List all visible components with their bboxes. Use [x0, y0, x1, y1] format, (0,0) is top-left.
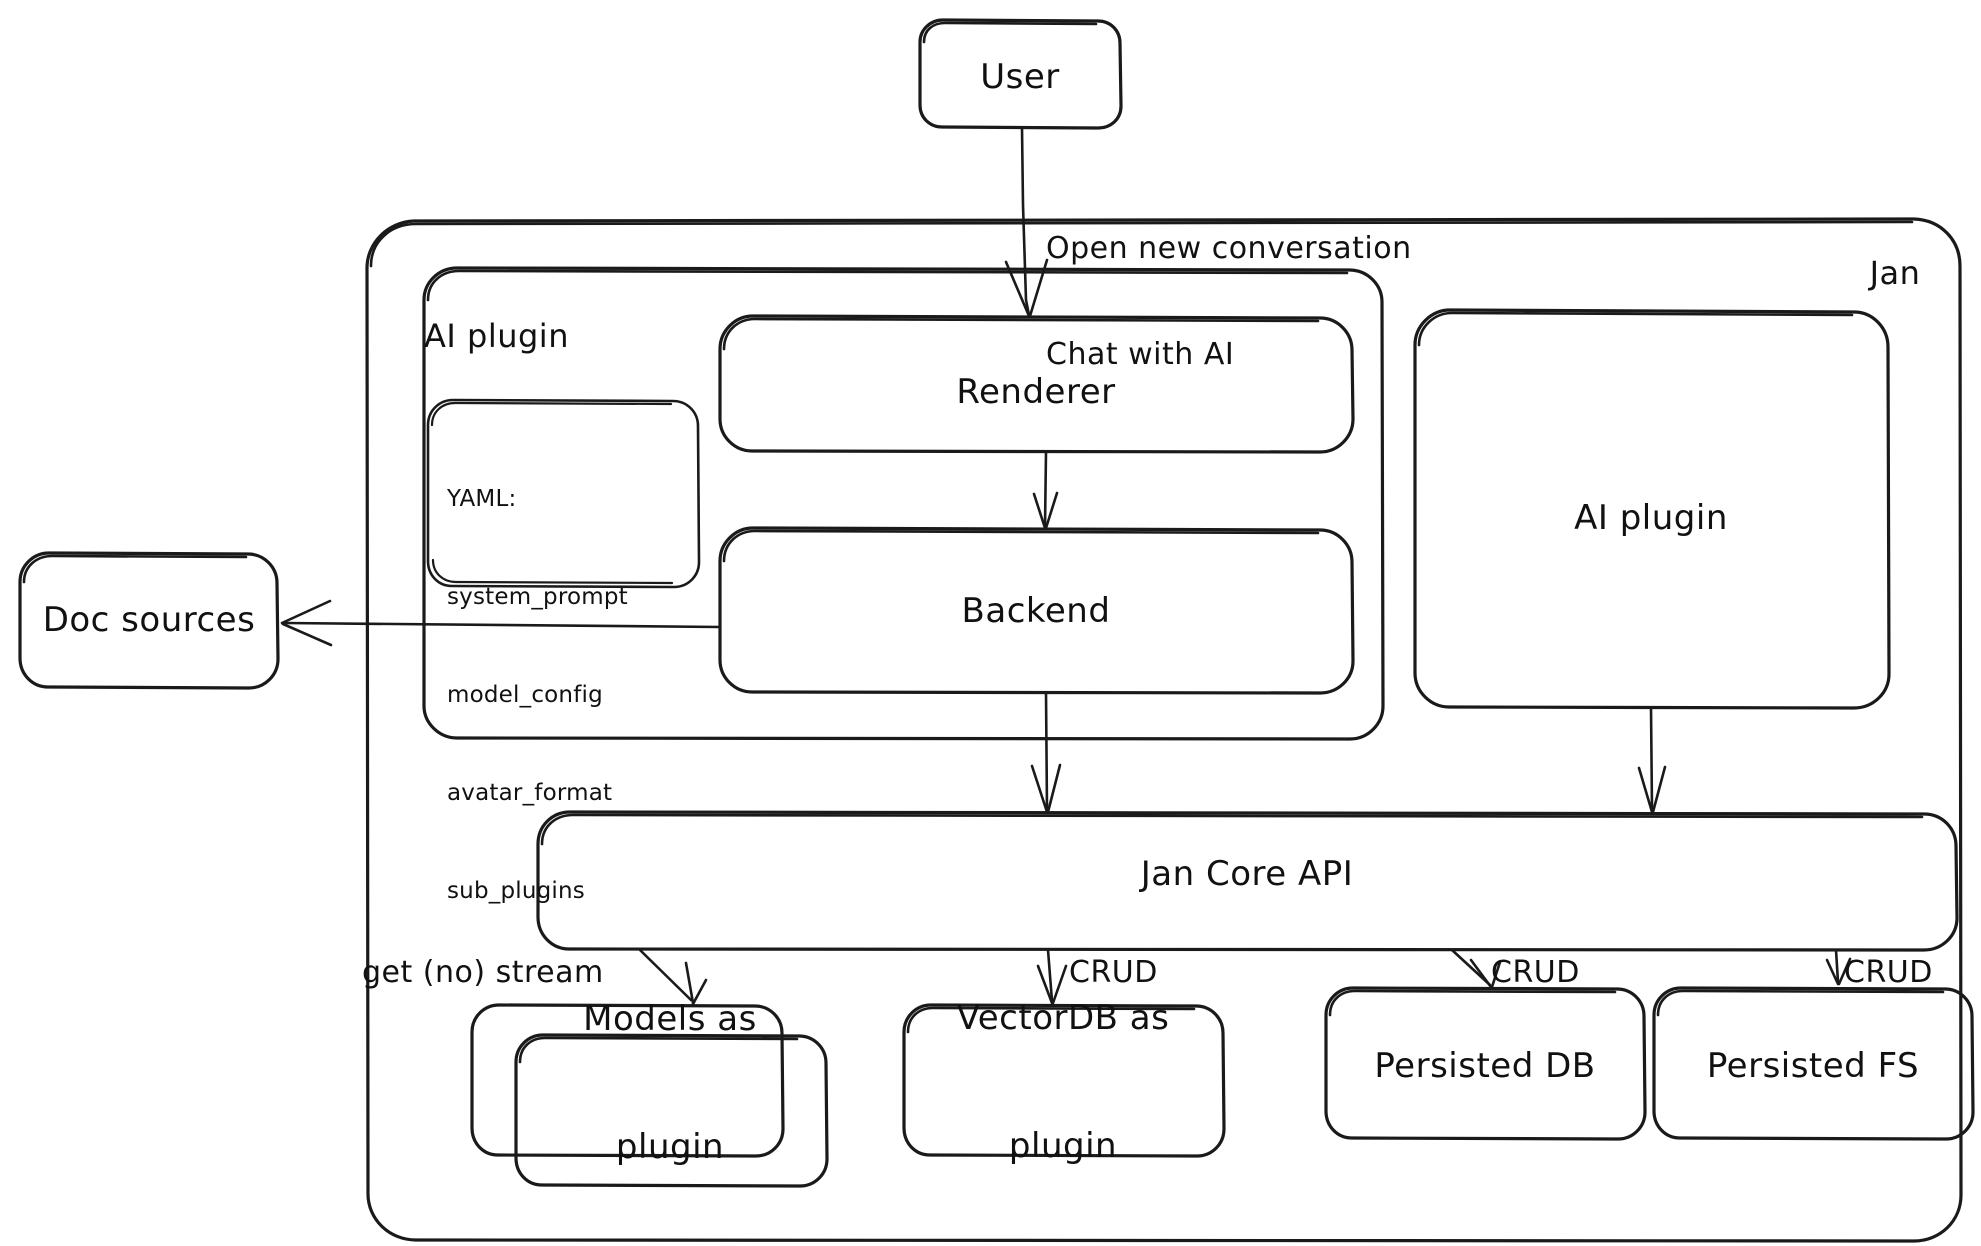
- node-persisted-fs-box: [1652, 986, 1975, 1141]
- arrow-renderer-to-backend: [1032, 450, 1059, 530]
- node-persisted-db-box: [1324, 986, 1647, 1141]
- yaml-card-box: [426, 398, 701, 589]
- arrow-core-api-to-persisted-fs: [1825, 948, 1852, 986]
- arrow-core-api-to-vectordb: [1036, 948, 1068, 1005]
- arrow-core-api-to-persisted-db: [1450, 948, 1502, 989]
- node-doc-sources-box: [18, 551, 280, 690]
- arrow-backend-to-doc-sources: [280, 599, 722, 647]
- arrow-ai-plugin-to-core-api: [1637, 706, 1667, 814]
- node-vectordb-as-plugin-box: [902, 1003, 1226, 1158]
- arrow-backend-to-core-api: [1030, 691, 1062, 814]
- node-backend-box: [718, 526, 1355, 695]
- node-jan-core-api-box: [536, 810, 1959, 952]
- group-jan-border: [365, 217, 1963, 1243]
- node-ai-plugin-box: [1413, 308, 1891, 710]
- node-user-box: [918, 18, 1123, 130]
- node-renderer-box: [718, 314, 1355, 454]
- arrow-user-to-renderer: [1004, 126, 1049, 318]
- arrow-core-api-to-models: [638, 948, 708, 1006]
- node-models-as-plugin-box: [470, 1003, 829, 1188]
- group-ai-plugin-border: [422, 266, 1385, 741]
